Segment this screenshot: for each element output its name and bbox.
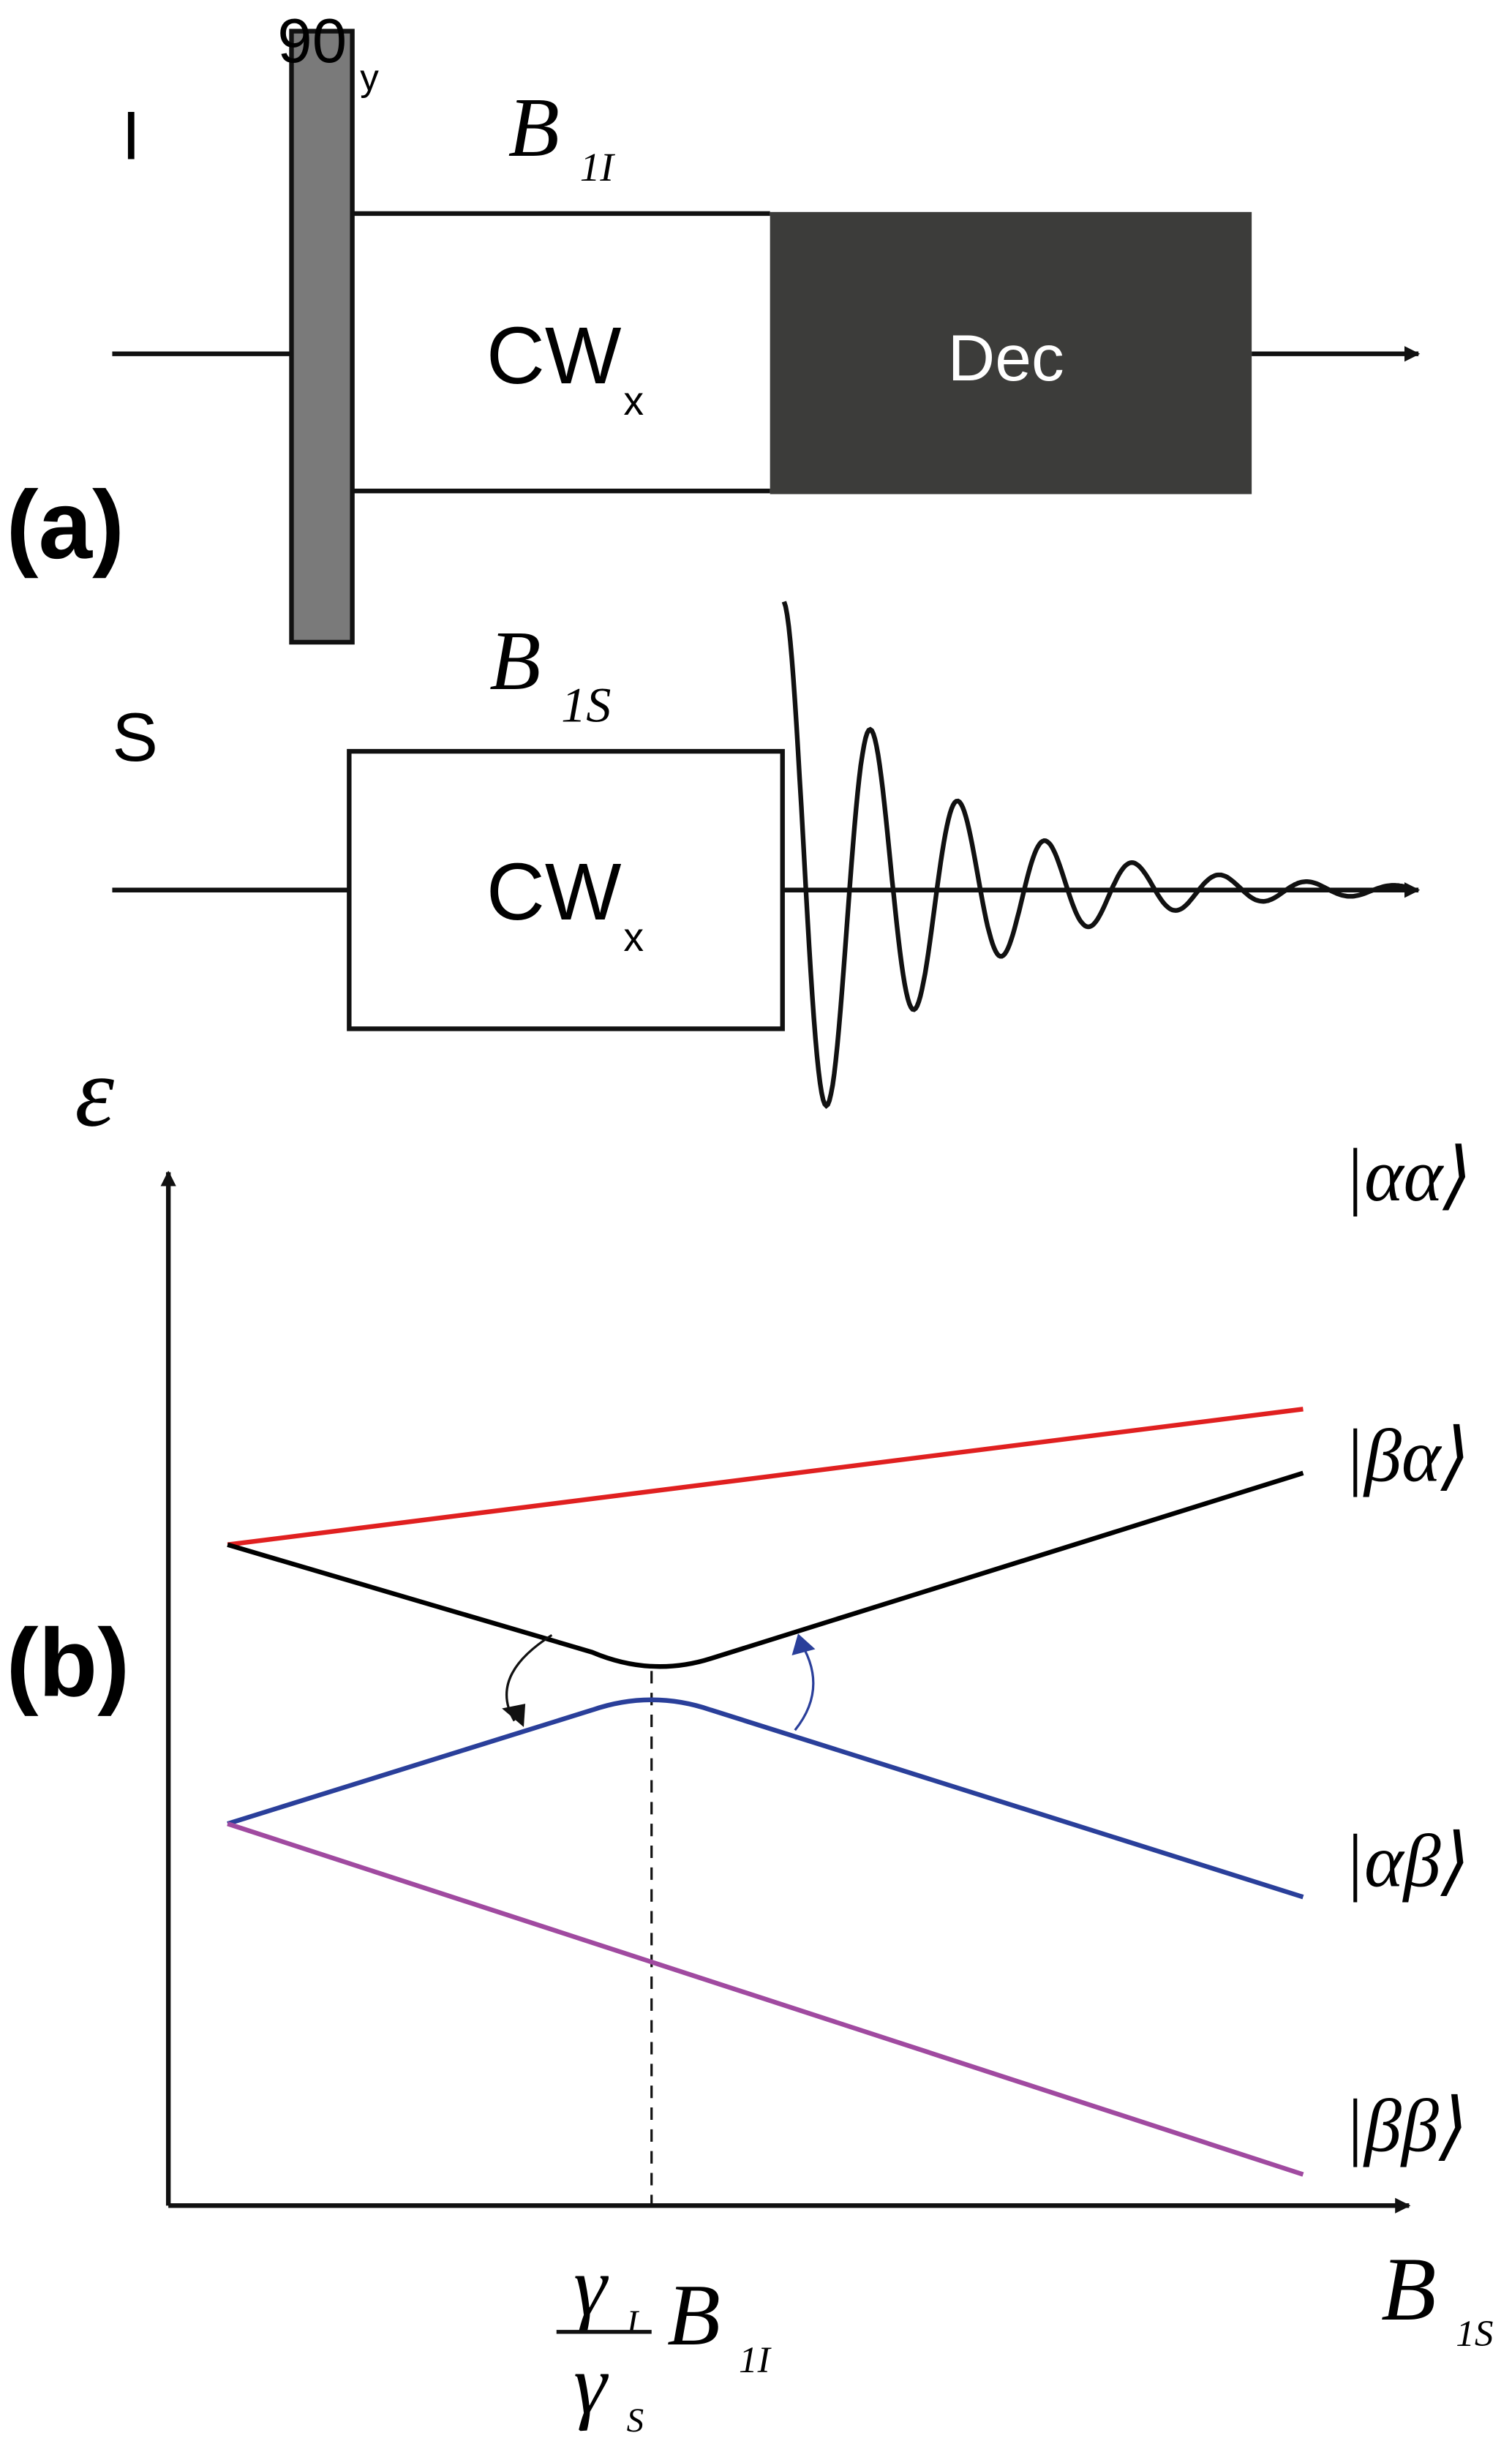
crossing-tick-label: γ I γ S B 1I: [556, 2239, 772, 2440]
panel-b-label: (b): [7, 1608, 130, 1716]
dec-label: Dec: [948, 321, 1064, 394]
i-cw-block: [352, 211, 770, 494]
x-axis-label: B: [1381, 2239, 1436, 2339]
b1i-sub: 1I: [739, 2339, 772, 2381]
pulse-label: 90: [277, 7, 347, 76]
state-line-aa: [227, 1407, 1304, 1547]
transition-arrow-up-head: [791, 1633, 816, 1656]
gamma-s: γ: [573, 2338, 609, 2431]
field-b1s: B: [489, 614, 541, 707]
channel-s-label: S: [112, 699, 158, 775]
field-b1i-sub: 1I: [580, 145, 616, 189]
gamma-i: γ: [573, 2239, 609, 2333]
transition-arrow-up: [794, 1648, 815, 1731]
y-axis-label: ε: [75, 1037, 114, 1148]
field-b1s-sub: 1S: [561, 677, 611, 733]
pulse-90y: [289, 29, 355, 645]
channel-i-label: I: [121, 97, 140, 173]
field-b1i: B: [508, 80, 560, 174]
energy-level-diagram: (b) ε B 1S |αα⟩ |βα⟩ |αβ⟩ |ββ⟩ γ I γ S B…: [7, 1037, 1494, 2440]
x-axis-sub: 1S: [1456, 2313, 1493, 2355]
state-label-ab: |αβ⟩: [1344, 1820, 1470, 1903]
state-label-bb: |ββ⟩: [1344, 2085, 1468, 2168]
i-cw-sub: x: [623, 378, 644, 424]
s-cw-block: [347, 748, 785, 1031]
s-cw-sub: x: [623, 914, 644, 960]
state-line-bb: [227, 1821, 1304, 2177]
gamma-s-sub: S: [627, 2401, 644, 2440]
state-line-ba: [227, 1470, 1304, 1669]
state-line-ab: [227, 1697, 1304, 1900]
pulse-phase: y: [360, 57, 379, 99]
state-label-aa: |αα⟩: [1344, 1135, 1472, 1217]
state-label-ba: |βα⟩: [1344, 1415, 1470, 1497]
s-cw-label: CW: [486, 847, 622, 937]
gamma-i-sub: I: [626, 2303, 640, 2342]
dec-block: [770, 211, 1252, 494]
pulse-sequence: (a) I Dec 90 y B 1I CW x S CW x B 1S: [7, 7, 1421, 1109]
fid-signal: [781, 601, 1412, 1109]
panel-a-label: (a): [7, 470, 124, 579]
b1i: B: [667, 2267, 721, 2363]
i-cw-label: CW: [486, 311, 622, 401]
transition-arrow-down-head: [502, 1704, 526, 1728]
